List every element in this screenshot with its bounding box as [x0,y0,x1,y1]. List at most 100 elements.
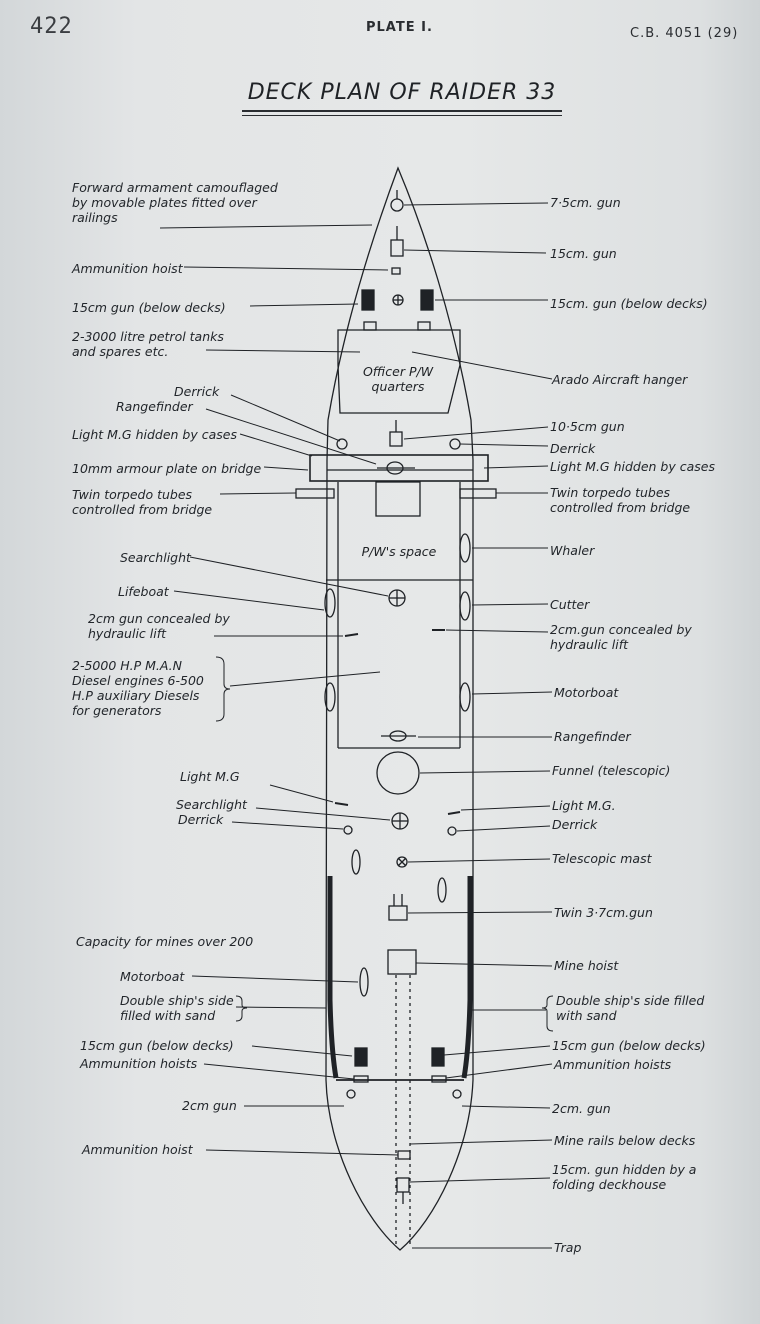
gun-2cm-aft-port-icon [346,1089,356,1099]
label-funnel: Funnel (telescopic) [552,763,671,778]
title-underline [242,110,562,112]
ammo-hoist-aft-port-icon [353,1075,369,1083]
label-ammunition-hoists-right: Ammunition hoists [554,1057,672,1072]
hangar-structure [337,329,461,414]
label-15cm-below-fwd: 15cm gun (below decks) [72,300,226,315]
officer-quarters-label: Officer P/W quarters [362,364,434,394]
light-mg-port-icon [334,802,349,806]
label-derrick-aft-left: Derrick [178,812,224,827]
brace-diesel [215,656,231,722]
label-mine-hoist: Mine hoist [554,958,619,973]
torpedo-tube-port [295,488,335,499]
title-underline-thin [242,115,562,116]
gun-7-5cm-icon [390,198,404,212]
torpedo-tube-starboard [459,488,497,499]
label-searchlight-fwd: Searchlight [120,550,191,565]
label-rangefinder-fwd: Rangefinder [116,399,193,414]
bridge-deckhouse [375,481,421,517]
telescopic-mast-icon [396,856,408,868]
twin-3-7cm-gun-icon [388,905,408,921]
label-motorboat-aft: Motorboat [120,969,185,984]
label-10-5cm-gun: 10·5cm gun [550,419,625,434]
hangar-vent-starboard [417,321,431,331]
cutter-icon [459,591,471,621]
label-petrol-tanks: 2-3000 litre petrol tanks and spares etc… [72,329,224,359]
lifeboat-icon [324,588,336,618]
label-ammunition-hoists-left: Ammunition hoists [80,1056,198,1071]
gun-15cm-below-aft-starboard-icon [431,1047,445,1067]
label-15cm-below-aft-right: 15cm gun (below decks) [552,1038,706,1053]
label-twin-gun: Twin 3·7cm.gun [554,905,653,920]
label-cutter: Cutter [550,597,590,612]
label-lifeboat: Lifeboat [118,584,169,599]
label-ammunition-hoist-fwd: Ammunition hoist [72,261,183,276]
ammo-hoist-fwd-icon [391,267,401,275]
label-telescopic-mast: Telescopic mast [552,851,652,866]
gun-15cm-below-port-icon [361,289,375,311]
page-title: DECK PLAN OF RAIDER 33 [247,80,557,105]
leader-lines-left [159,224,399,1156]
gun-15cm-below-aft-port-icon [354,1047,368,1067]
label-derrick-right: Derrick [550,441,596,456]
label-2cm-aft-left: 2cm gun [182,1098,237,1113]
derrick-aft-starboard-icon [447,826,457,836]
label-forward-armament: Forward armament camouflaged by movable … [72,180,278,225]
brace-double-side-right [541,995,554,1032]
label-mine-rails: Mine rails below decks [554,1133,696,1148]
whaler-icon [459,533,471,563]
label-armour-plate: 10mm armour plate on bridge [72,461,262,476]
label-trap: Trap [554,1240,582,1255]
label-2cm-hydraulic-left: 2cm gun concealed by hydraulic lift [88,611,230,641]
page-number: 422 [30,14,73,39]
label-derrick-aft-right: Derrick [552,817,598,832]
double-side-port [327,876,339,1079]
deck-hatch-starboard-icon [437,877,447,903]
label-15cm-deckhouse: 15cm. gun hidden by a folding deckhouse [552,1162,697,1192]
derrick-aft-port-icon [343,825,353,835]
label-double-side-left: Double ship's side filled with sand [120,993,234,1023]
label-diesel-engines: 2-5000 H.P M.A.N Diesel engines 6-500 H.… [72,658,204,718]
label-2cm-hydraulic-right: 2cm.gun concealed by hydraulic lift [550,622,692,652]
gun-15cm-icon [390,239,404,257]
gun-2cm-aft-starboard-icon [452,1089,462,1099]
label-mines-capacity: Capacity for mines over 200 [76,934,254,949]
label-light-mg-right: Light M.G. [552,798,616,813]
label-arado-hangar: Arado Aircraft hanger [552,372,688,387]
derrick-port-icon [336,438,348,450]
label-2cm-aft-right: 2cm. gun [552,1101,611,1116]
funnel-icon [376,751,420,795]
derrick-starboard-icon [449,438,461,450]
label-torpedo-tubes-right: Twin torpedo tubes controlled from bridg… [550,485,691,515]
label-15cm-below-aft-left: 15cm gun (below decks) [80,1038,234,1053]
light-mg-starboard-icon [447,811,461,815]
label-light-mg-hidden-right: Light M.G hidden by cases [550,459,715,474]
label-7-5cm-gun: 7·5cm. gun [550,195,621,210]
label-searchlight-aft: Searchlight [176,797,247,812]
plate-label: PLATE I. [366,20,433,35]
document-reference: C.B. 4051 (29) [630,26,739,41]
motorboat-starboard-icon [459,682,471,712]
mine-hoist-icon [387,949,417,975]
gun-2cm-hydraulic-port-icon [344,633,359,637]
gun-15cm-deckhouse-icon [396,1177,410,1193]
hull-outline [325,166,474,1251]
label-light-mg-hidden-left: Light M.G hidden by cases [72,427,237,442]
double-side-starboard [461,876,473,1079]
label-rangefinder-right: Rangefinder [554,729,631,744]
brace-double-side-left [235,995,248,1022]
label-derrick-fwd: Derrick [174,384,220,399]
hangar-vent-port [363,321,377,331]
label-torpedo-tubes-left: Twin torpedo tubes controlled from bridg… [72,487,213,517]
ammo-hoist-aft-starboard-icon [431,1075,447,1083]
motorboat-port-icon [324,682,336,712]
label-15cm-gun: 15cm. gun [550,246,617,261]
label-motorboat-right: Motorboat [554,685,619,700]
label-whaler: Whaler [550,543,595,558]
label-double-side-right: Double ship's side filled with sand [556,993,705,1023]
pw-space-label: P/W's space [361,544,437,559]
motorboat-aft-icon [359,967,369,997]
label-15cm-below-right: 15cm. gun (below decks) [550,296,708,311]
ammo-hoist-stern-icon [397,1150,411,1160]
